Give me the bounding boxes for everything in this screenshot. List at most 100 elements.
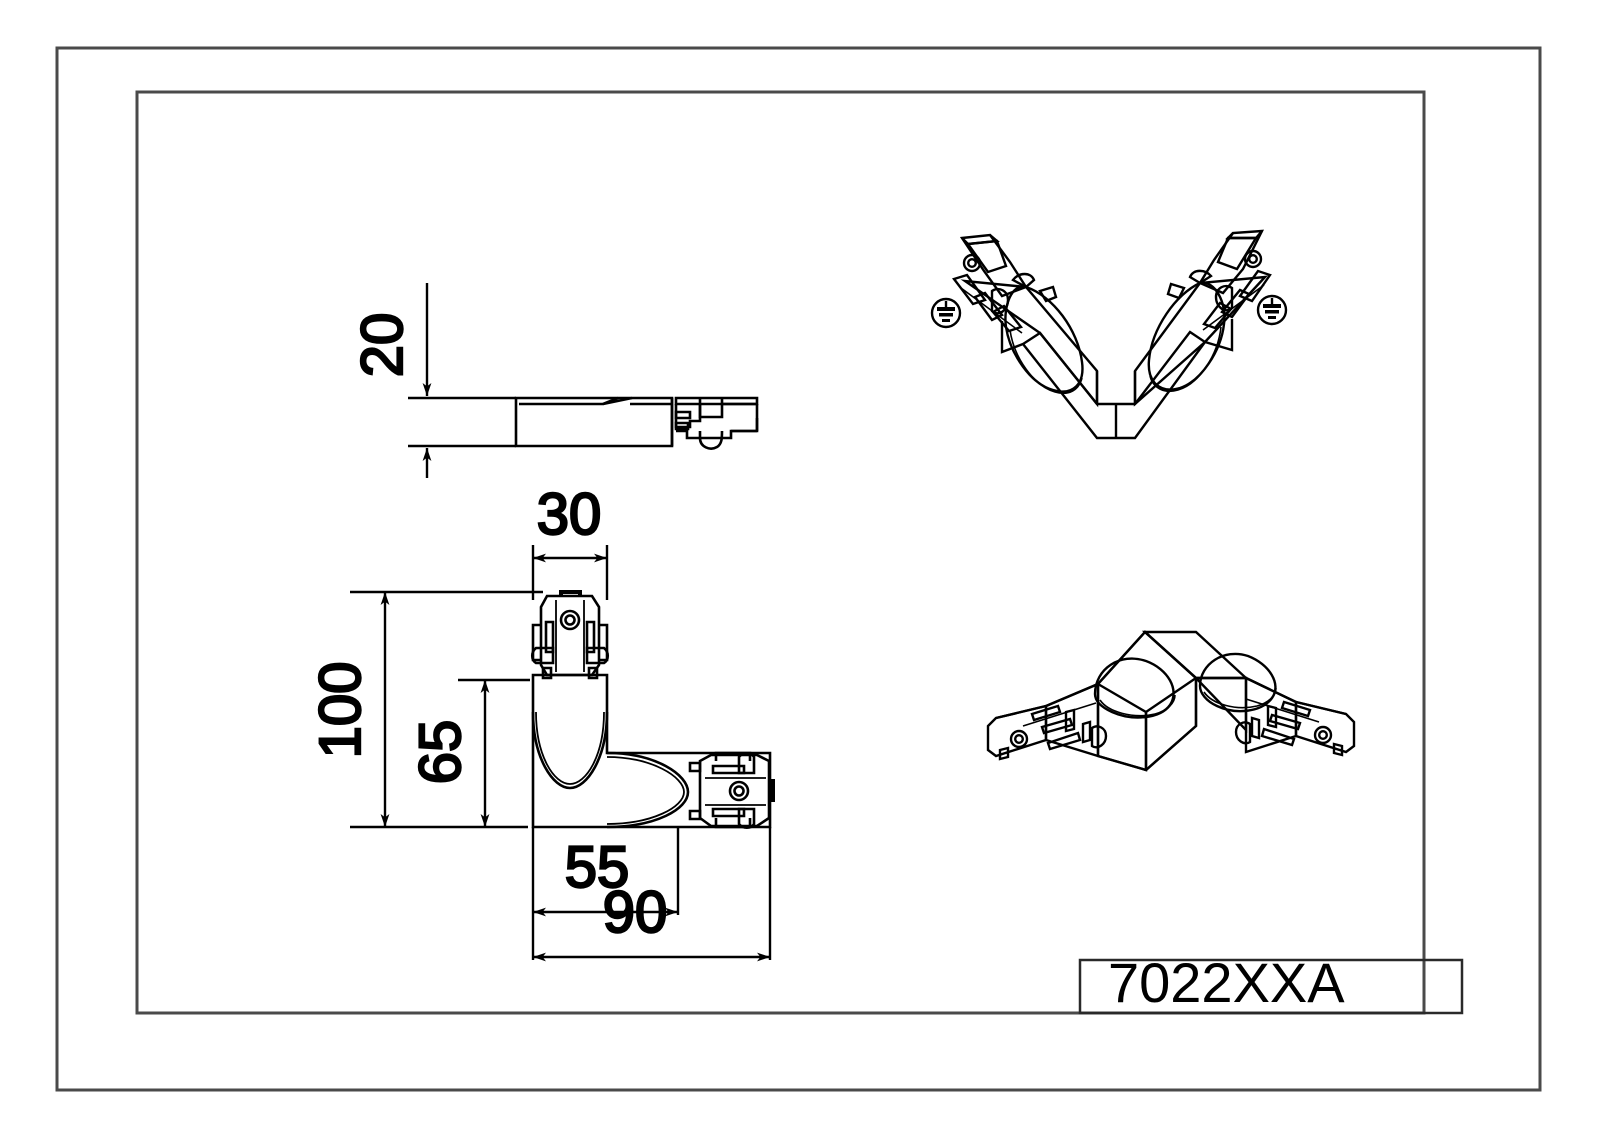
dimension-label-100: 100 xyxy=(308,662,373,759)
earth-left-bar-2 xyxy=(939,313,953,317)
side-view-connector-slot-b xyxy=(674,421,690,431)
iso-bot-top-surface xyxy=(1096,630,1198,714)
iso-top-right-head-screw-outer xyxy=(1243,249,1263,269)
iso-top-right-arm-side xyxy=(1204,319,1234,352)
iso-top-right-terminal-clip xyxy=(1214,284,1234,312)
top-block-right-clip xyxy=(585,646,610,665)
part-number-label: 7022XXA xyxy=(1108,951,1345,1014)
iso-top-right-head-lug xyxy=(1188,269,1213,285)
iso-top-body-outline xyxy=(1021,330,1207,440)
iso-top-right-head-notch xyxy=(1166,282,1186,300)
iso-top-left-connector-head xyxy=(952,233,1058,334)
title-block-box xyxy=(1078,958,1464,1015)
earth-right-bar-2 xyxy=(1265,310,1279,314)
right-block-left-foot-top xyxy=(688,761,702,773)
inner-frame xyxy=(135,90,1426,1015)
iso-bot-left-terminal-1 xyxy=(1030,704,1062,722)
iso-bot-right-rail-line xyxy=(1245,698,1320,723)
iso-top-left-head-lug xyxy=(1011,272,1036,289)
iso-bot-left-clip xyxy=(1090,725,1108,749)
title-block: 7022XXA xyxy=(1078,951,1464,1015)
iso-top-left-terminal-3 xyxy=(991,304,1024,333)
iso-top-left-contact-line xyxy=(960,287,1023,334)
right-block-left-foot-bottom xyxy=(688,809,702,821)
iso-bot-left-terminal-2 xyxy=(1040,717,1074,735)
front-view-lower-boss-arc xyxy=(606,751,690,829)
protective-earth-icon-left xyxy=(930,297,962,329)
iso-bot-right-head-top xyxy=(1295,700,1347,716)
side-view-connector-slot-a xyxy=(674,410,692,420)
dimension-label-90: 90 xyxy=(603,880,668,945)
sheet-frames xyxy=(55,46,1542,1092)
iso-bot-right-head-screw-outer xyxy=(1313,725,1333,745)
iso-bot-left-head-notch xyxy=(998,746,1010,761)
iso-bot-right-pin xyxy=(1250,716,1261,740)
front-view-right-contact-block xyxy=(688,751,775,830)
iso-top-right-head-screw-inner xyxy=(1247,253,1258,264)
iso-top-right-terminal-2 xyxy=(1220,288,1251,319)
iso-bot-right-terminal-2 xyxy=(1268,713,1302,731)
dimension-label-55: 55 xyxy=(565,835,630,900)
dimension-height-100: 100 xyxy=(307,590,543,829)
iso-bot-left-head-screw-inner xyxy=(1014,734,1025,745)
iso-top-right-boss-inner xyxy=(1149,326,1222,392)
iso-top-right-terminal-1 xyxy=(1238,269,1272,303)
right-block-bottom-slot xyxy=(711,807,746,818)
top-block-left-clip xyxy=(530,646,555,665)
iso-bot-right-head-screw-inner xyxy=(1317,730,1328,741)
dimension-label-30: 30 xyxy=(537,482,602,547)
iso-bot-right-head-notch xyxy=(1332,742,1344,757)
iso-top-right-connector-head xyxy=(1166,229,1272,331)
iso-top-left-terminal-1 xyxy=(952,273,987,306)
top-block-left-foot xyxy=(541,666,553,680)
right-block-bottom-clip xyxy=(737,807,756,830)
iso-top-left-head-cap xyxy=(965,239,1008,274)
protective-earth-icon-right xyxy=(1256,294,1288,326)
iso-top-left-terminal-2 xyxy=(973,291,1004,322)
isometric-view-bottom xyxy=(986,630,1356,772)
iso-bot-left-pin xyxy=(1081,720,1092,744)
iso-top-left-head-screw-outer xyxy=(962,253,982,273)
earth-right-bar-3 xyxy=(1268,316,1276,319)
side-view xyxy=(514,396,759,450)
dimension-label-65: 65 xyxy=(408,720,473,785)
side-view-connector-inner-1 xyxy=(698,398,724,419)
top-block-cap-notch xyxy=(559,590,582,596)
iso-bot-right-lug xyxy=(1266,704,1278,729)
top-block-screw-inner xyxy=(564,614,576,626)
front-view-top-contact-block xyxy=(530,590,610,680)
front-view-upper-boss-arc xyxy=(531,711,609,790)
iso-bot-right-clip xyxy=(1234,721,1252,745)
front-view-lower-boss-arc-inner xyxy=(606,756,685,825)
dimension-label-20: 20 xyxy=(350,313,415,378)
iso-top-left-boss-inner xyxy=(1009,329,1083,394)
iso-bot-right-connector-head xyxy=(1234,698,1356,757)
iso-bot-left-head-screw-outer xyxy=(1009,729,1029,749)
dimension-width-30: 30 xyxy=(531,481,609,600)
iso-top-right-contact-line xyxy=(1202,284,1265,331)
side-view-chamfer xyxy=(602,396,633,406)
iso-bot-right-boss-inner xyxy=(1203,687,1277,709)
iso-bot-left-connector-head xyxy=(986,702,1108,761)
right-block-top-rail xyxy=(714,751,752,761)
right-block-top-clip xyxy=(737,751,756,775)
iso-bot-left-terminal-3 xyxy=(1046,731,1082,751)
iso-bot-left-lug xyxy=(1064,708,1076,733)
iso-top-right-terminal-3 xyxy=(1202,301,1233,330)
right-block-outer xyxy=(698,753,771,828)
isometric-view-top xyxy=(952,229,1272,440)
dimension-width-55: 55 xyxy=(531,827,680,960)
dimension-height-20: 20 xyxy=(349,283,516,478)
earth-right-bar-1 xyxy=(1263,304,1281,308)
right-block-screw-outer xyxy=(728,780,750,802)
top-block-right-rail xyxy=(599,623,609,662)
dimension-width-90: 90 xyxy=(533,827,772,962)
earth-left-bar-3 xyxy=(942,319,950,322)
iso-bot-left-arm-edge xyxy=(1045,682,1099,708)
earth-left-circle xyxy=(930,297,962,329)
iso-bot-left-boss-inner xyxy=(1099,694,1176,717)
iso-top-left-head-notch xyxy=(1038,285,1058,303)
right-block-cap-notch xyxy=(769,779,775,802)
iso-bot-right-face xyxy=(1145,678,1198,771)
